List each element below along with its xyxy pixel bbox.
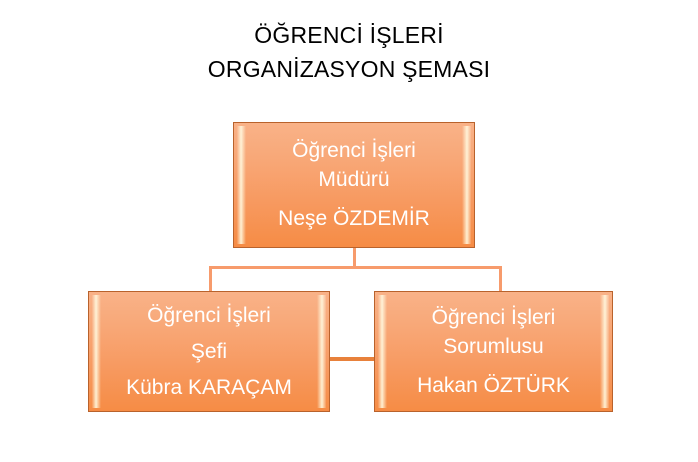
node-officer-role-line-2: Sorumlusu — [443, 334, 544, 358]
title-line-1: ÖĞRENCİ İŞLERİ — [254, 22, 444, 48]
node-officer[interactable]: Öğrenci İşleri Sorumlusu Hakan ÖZTÜRK — [374, 291, 613, 412]
node-officer-person: Hakan ÖZTÜRK — [417, 373, 570, 397]
node-chief-role-line-2: Şefi — [190, 339, 228, 363]
connector-director-stem — [353, 248, 356, 268]
node-chief-role-line-1: Öğrenci İşleri — [147, 303, 271, 327]
connector-peer-link — [329, 357, 375, 361]
title-line-2: ORGANİZASYON ŞEMASI — [207, 56, 491, 82]
connector-leg-right — [499, 266, 502, 292]
node-director[interactable]: Öğrenci İşleri Müdürü Neşe ÖZDEMİR — [233, 122, 475, 248]
node-chief[interactable]: Öğrenci İşleri Şefi Kübra KARAÇAM — [88, 291, 330, 412]
chart-title: ÖĞRENCİ İŞLERİ ORGANİZASYON ŞEMASI — [0, 18, 698, 86]
node-director-role-line-1: Öğrenci İşleri — [292, 139, 416, 162]
node-chief-person: Kübra KARAÇAM — [126, 375, 292, 399]
connector-horizontal-bus — [209, 266, 502, 269]
node-director-role-line-2: Müdürü — [318, 168, 390, 191]
connector-leg-left — [209, 266, 212, 292]
node-director-person: Neşe ÖZDEMİR — [278, 207, 430, 230]
node-officer-role-line-1: Öğrenci İşleri — [431, 305, 556, 329]
